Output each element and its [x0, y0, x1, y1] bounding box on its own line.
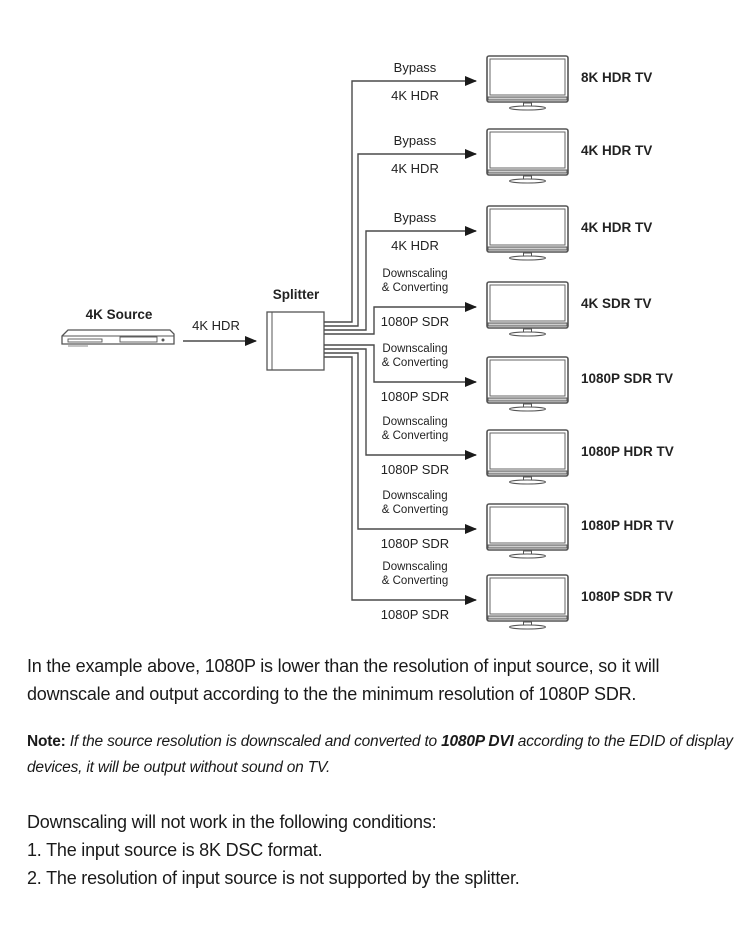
mode-label: & Converting — [382, 357, 448, 369]
mode-label: Downscaling — [382, 416, 447, 428]
output-wire — [324, 344, 477, 387]
mode-label: & Converting — [382, 282, 448, 294]
display-label: 4K SDR TV — [581, 296, 652, 311]
mode-label: Downscaling — [382, 268, 447, 280]
output-wire — [324, 149, 477, 327]
display-label: 1080P HDR TV — [581, 518, 674, 533]
signal-label: 1080P SDR — [381, 462, 449, 477]
output-branches: Bypass 4K HDR 8K HDR TV Bypass 4K HDR 4K HDR … — [381, 55, 674, 630]
input-signal-label: 4K HDR — [192, 318, 240, 333]
explanation-section: In the example above, 1080P is lower tha… — [27, 652, 737, 708]
mode-label: & Converting — [382, 575, 448, 587]
tv-icon — [486, 574, 569, 630]
signal-label: 1080P SDR — [381, 314, 449, 329]
mode-label: & Converting — [382, 430, 448, 442]
blu-ray-player-icon — [61, 329, 175, 347]
splitter-label: Splitter — [273, 287, 320, 302]
conditions-section: Downscaling will not work in the followi… — [27, 808, 737, 892]
conditions-intro: Downscaling will not work in the followi… — [27, 812, 437, 832]
display-label: 8K HDR TV — [581, 70, 652, 85]
display-label: 1080P HDR TV — [581, 444, 674, 459]
mode-label: Bypass — [394, 133, 437, 148]
output-wire — [324, 352, 477, 534]
mode-label: Bypass — [394, 210, 437, 225]
tv-icon — [486, 55, 569, 111]
signal-label: 4K HDR — [391, 238, 439, 253]
output-branch: Downscaling & Converting 1080P SDR 1080P SD… — [381, 343, 673, 412]
output-wire — [324, 226, 477, 331]
output-wire — [324, 76, 477, 323]
output-wire — [324, 356, 477, 605]
splitter-box-icon — [266, 311, 325, 371]
tv-icon — [486, 503, 569, 559]
output-branch: Downscaling & Converting 1080P SDR 1080P SD… — [381, 561, 673, 630]
note-text-before: If the source resolution is downscaled a… — [65, 733, 442, 750]
output-wires — [324, 76, 477, 605]
source-label: 4K Source — [86, 307, 153, 322]
output-branch: Bypass 4K HDR 8K HDR TV — [391, 55, 652, 111]
output-branch: Bypass 4K HDR 4K HDR TV — [391, 128, 652, 184]
tv-icon — [486, 128, 569, 184]
output-wire — [324, 348, 477, 460]
output-branch: Downscaling & Converting 1080P SDR 1080P HD… — [381, 490, 674, 559]
output-wire — [324, 302, 477, 335]
tv-icon — [486, 205, 569, 261]
explanation-paragraph: In the example above, 1080P is lower tha… — [27, 656, 660, 704]
note-paragraph: Note: If the source resolution is downsc… — [27, 729, 737, 781]
display-label: 1080P SDR TV — [581, 589, 673, 604]
mode-label: & Converting — [382, 504, 448, 516]
condition-item: 2. The resolution of input source is not… — [27, 868, 520, 888]
display-label: 1080P SDR TV — [581, 371, 673, 386]
signal-label: 4K HDR — [391, 88, 439, 103]
display-label: 4K HDR TV — [581, 143, 652, 158]
note-emphasis: 1080P DVI — [441, 733, 514, 750]
output-branch: Downscaling & Converting 1080P SDR 4K SDR T… — [381, 268, 652, 337]
mode-label: Downscaling — [382, 490, 447, 502]
input-link: 4K HDR — [183, 318, 257, 346]
note-section: Note: If the source resolution is downsc… — [27, 729, 737, 781]
signal-label: 1080P SDR — [381, 536, 449, 551]
signal-routing-diagram: 4K Source 4K HDR Splitter Bypass 4K HDR 8K… — [61, 55, 674, 630]
note-label: Note: — [27, 733, 66, 750]
note-text-after: according to the EDID of display devices… — [27, 733, 733, 776]
output-branch: Bypass 4K HDR 4K HDR TV — [391, 205, 652, 261]
signal-label: 1080P SDR — [381, 607, 449, 622]
splitter: Splitter — [266, 287, 325, 371]
mode-label: Downscaling — [382, 343, 447, 355]
mode-label: Bypass — [394, 60, 437, 75]
source-device: 4K Source — [61, 307, 175, 347]
tv-icon — [486, 356, 569, 412]
mode-label: Downscaling — [382, 561, 447, 573]
signal-label: 1080P SDR — [381, 389, 449, 404]
tv-icon — [486, 281, 569, 337]
output-branch: Downscaling & Converting 1080P SDR 1080P HD… — [381, 416, 674, 485]
condition-item: 1. The input source is 8K DSC format. — [27, 840, 323, 860]
display-label: 4K HDR TV — [581, 220, 652, 235]
signal-label: 4K HDR — [391, 161, 439, 176]
tv-icon — [486, 429, 569, 485]
